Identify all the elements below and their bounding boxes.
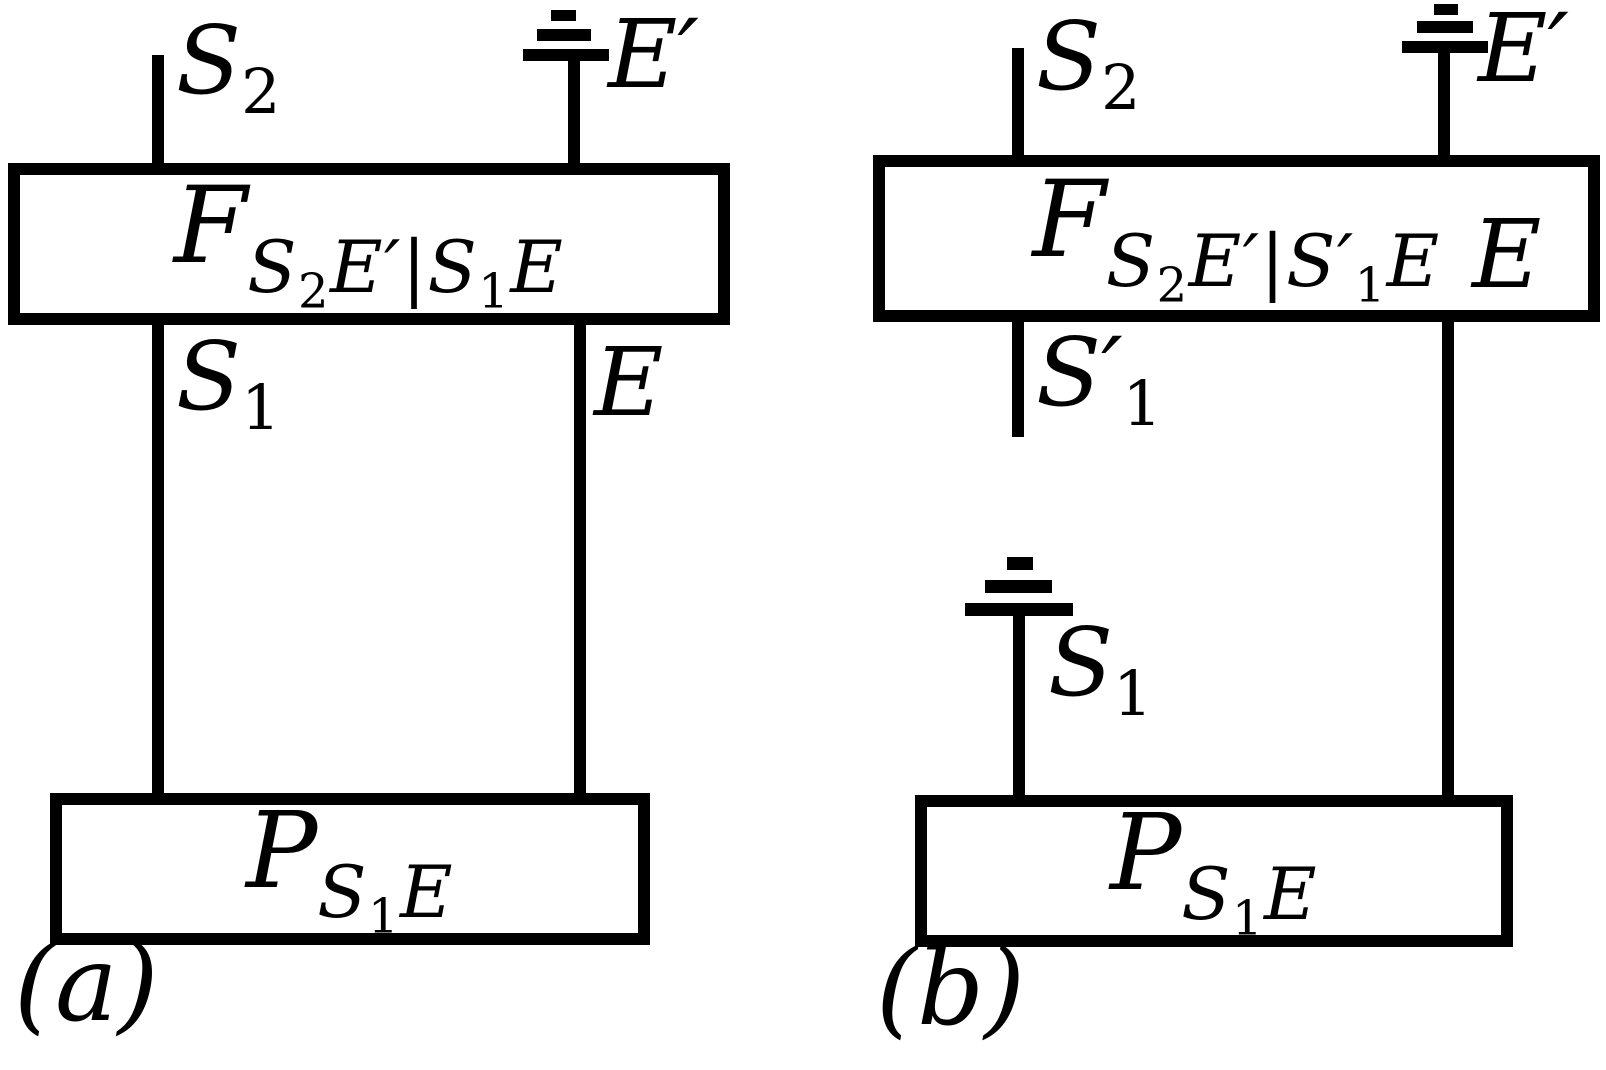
p-state-box-b: PS1E [915,795,1513,947]
panel-label-a: (a) [14,923,159,1045]
f-gate-box-a: FS2E′|S1E [8,163,730,325]
ground-bar-small-icon [1434,4,1458,15]
ground-bar-large-icon [523,49,609,61]
label-e-prime-b: E′ [1478,0,1569,104]
label-s2-a: S2 [176,6,281,128]
ground-bar-small-icon [1007,557,1033,570]
ground-bar-large-icon [1402,41,1488,53]
f-gate-label-b: FS2E′|S′1E [1032,158,1441,314]
wire-e-b [1442,320,1454,797]
f-gate-label-a: FS2E′|S1E [173,163,565,320]
ground-bar-medium-icon [985,580,1052,593]
wire-s1-a [152,323,164,795]
p-state-label-a: PS1E [245,788,455,945]
label-e-prime-a: E′ [608,0,699,110]
wire-s1-prime-stub-b [1012,320,1024,437]
p-state-label-b: PS1E [1109,790,1319,947]
wire-s2-a [152,55,164,167]
label-s1-prime-b: S′1 [1036,318,1162,440]
label-s1-ground-b: S1 [1048,608,1153,730]
ground-bar-large-icon [965,603,1073,616]
label-s1-a: S1 [176,322,281,444]
wire-s2-b [1012,48,1024,159]
p-state-box-a: PS1E [50,793,650,945]
wire-e-prime-a [568,58,580,167]
wire-e-a [574,323,586,795]
ground-bar-small-icon [551,10,576,21]
ground-bar-medium-icon [537,29,591,41]
wire-e-prime-b [1438,50,1450,159]
f-gate-box-b: FS2E′|S′1E [873,155,1600,322]
panel-label-b: (b) [876,927,1026,1049]
label-e-a: E [594,328,664,438]
ground-bar-medium-icon [1417,21,1473,33]
label-e-b: E [1472,200,1542,310]
label-s2-b: S2 [1036,2,1141,124]
wire-s1-ground-b [1013,616,1025,797]
